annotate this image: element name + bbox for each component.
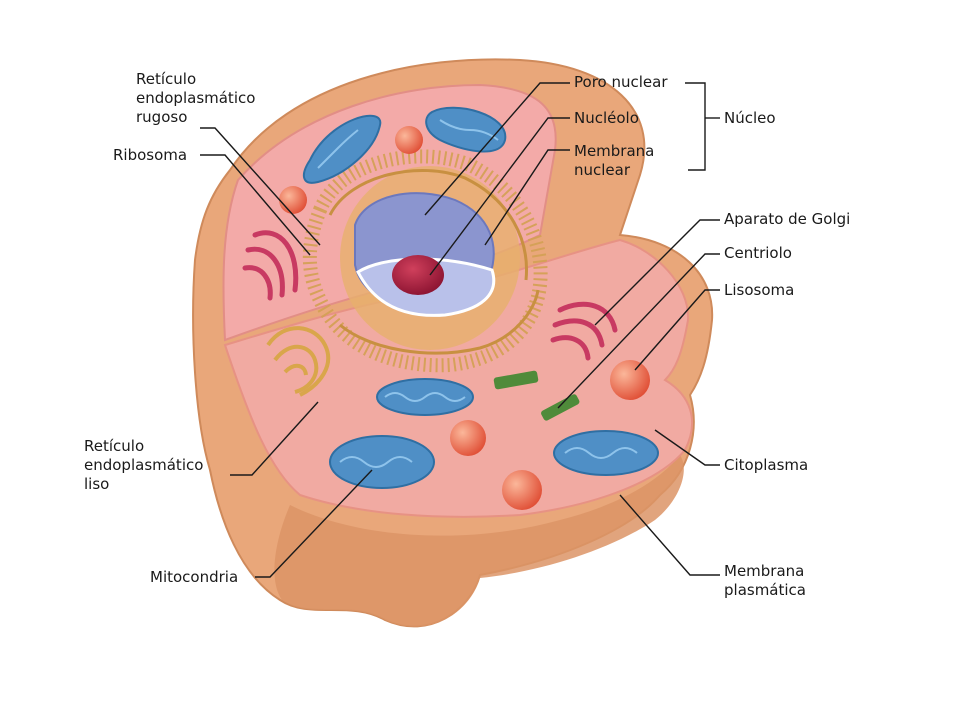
label-mitochondria: Mitocondria <box>150 568 239 586</box>
smooth-er <box>266 326 331 397</box>
label-rough-er: Retículo endoplasmático rugoso <box>136 70 256 126</box>
label-nucleolus: Nucléolo <box>574 109 639 127</box>
leader-lines <box>200 82 720 578</box>
nucleolus <box>392 255 444 295</box>
golgi-group <box>242 230 618 361</box>
mitochondria-group <box>302 106 659 489</box>
cell-bottom-shade <box>274 455 684 627</box>
label-golgi: Aparato de Golgi <box>724 210 851 228</box>
label-ribosome: Ribosoma <box>113 146 188 164</box>
label-smooth-er: Retículo endoplasmático liso <box>84 437 204 493</box>
label-cytoplasm: Citoplasma <box>724 456 809 474</box>
label-nuclear-pore: Poro nuclear <box>574 73 668 91</box>
centrioles-group <box>493 370 580 421</box>
label-centriole: Centriolo <box>724 244 792 262</box>
label-lysosome: Lisosoma <box>724 281 795 299</box>
label-plasma-membrane: Membrana plasmática <box>724 562 806 599</box>
label-nucleus: Núcleo <box>724 109 776 127</box>
label-nuclear-membrane: Membrana nuclear <box>574 142 655 179</box>
rough-er-around-nucleus <box>302 149 548 373</box>
